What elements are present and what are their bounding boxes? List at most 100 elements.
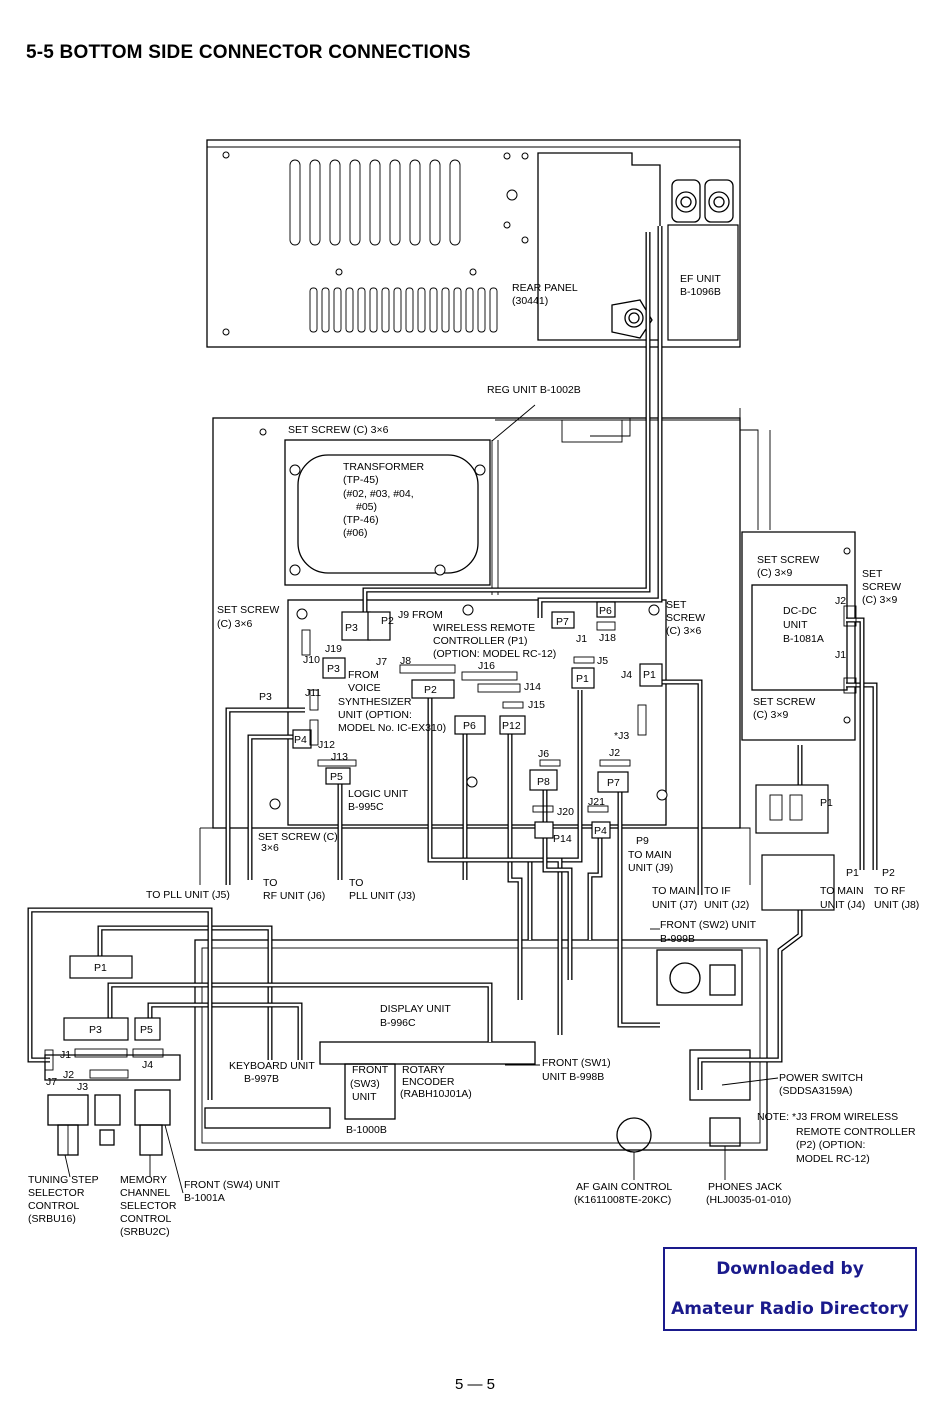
set-screw-top-label: SET SCREW (C) 3×6 <box>288 424 389 436</box>
set-screw-dcdc-top-label: SET SCREW <box>757 554 819 566</box>
svg-text:(SRBU16): (SRBU16) <box>28 1213 76 1225</box>
p1-front-label: P1 <box>94 962 107 974</box>
svg-text:(C) 3×9: (C) 3×9 <box>753 709 788 721</box>
svg-text:(TP-46): (TP-46) <box>343 514 379 526</box>
p1-ef-label: P1 <box>820 797 833 809</box>
svg-text:SYNTHESIZER: SYNTHESIZER <box>338 696 412 708</box>
svg-text:#05): #05) <box>356 501 377 513</box>
svg-text:ENCODER: ENCODER <box>402 1076 455 1088</box>
vent-slots-bottom <box>309 287 498 333</box>
svg-text:CONTROL: CONTROL <box>28 1200 79 1212</box>
p1b-label: P1 <box>643 669 656 681</box>
svg-text:SELECTOR: SELECTOR <box>28 1187 85 1199</box>
svg-text:SELECTOR: SELECTOR <box>120 1200 177 1212</box>
svg-text:FROM: FROM <box>348 669 379 681</box>
memory-channel-knob <box>134 1089 171 1156</box>
to-main-j4-label: P1 <box>846 867 859 879</box>
svg-text:UNIT (J2): UNIT (J2) <box>704 899 749 911</box>
reg-unit-label: REG UNIT B-1002B <box>487 384 581 396</box>
j15-label: J15 <box>528 699 545 711</box>
svg-text:(HLJ0035-01-010): (HLJ0035-01-010) <box>706 1194 791 1206</box>
to-pll-j5-label: TO PLL UNIT (J5) <box>146 889 230 901</box>
p6-label: P6 <box>463 720 476 732</box>
j1-label: J1 <box>576 633 587 645</box>
p2-label: P2 <box>381 615 394 627</box>
svg-text:CHANNEL: CHANNEL <box>120 1187 170 1199</box>
svg-text:(RABH10J01A): (RABH10J01A) <box>400 1088 472 1100</box>
transformer <box>284 439 491 586</box>
svg-text:(TP-45): (TP-45) <box>343 474 379 486</box>
svg-text:SCREW: SCREW <box>666 612 705 624</box>
set-screw-bottom-label: SET SCREW (C) <box>258 831 338 843</box>
svg-text:WIRELESS REMOTE: WIRELESS REMOTE <box>433 622 535 634</box>
svg-text:(#06): (#06) <box>343 527 368 539</box>
svg-text:(K1611008TE-20KC): (K1611008TE-20KC) <box>574 1194 671 1206</box>
p3-label: P3 <box>345 622 358 634</box>
svg-text:(30441): (30441) <box>512 295 548 307</box>
p6b-label: P6 <box>599 605 612 617</box>
page-title: 5-5 BOTTOM SIDE CONNECTOR CONNECTIONS <box>26 42 471 63</box>
antenna-connector-right <box>704 179 734 223</box>
svg-text:(SDDSA3159A): (SDDSA3159A) <box>779 1085 853 1097</box>
svg-text:TO MAIN: TO MAIN <box>820 885 864 897</box>
labels: REAR PANEL (30441) EF UNIT B-1096B REG U… <box>28 273 919 1238</box>
svg-text:B-1081A: B-1081A <box>783 633 824 645</box>
j3-front-label: J3 <box>77 1081 88 1093</box>
to-main-j7-label: TO MAIN <box>652 885 696 897</box>
download-credit-box: Downloaded by Amateur Radio Directory <box>663 1247 917 1331</box>
svg-text:UNIT (OPTION:: UNIT (OPTION: <box>338 709 412 721</box>
p7b-label: P7 <box>607 777 620 789</box>
j14-label: J14 <box>524 681 541 693</box>
logic-unit-label: LOGIC UNIT <box>348 788 409 800</box>
svg-text:B-999B: B-999B <box>660 933 695 945</box>
j21-label: J21 <box>588 796 605 808</box>
j3-label: *J3 <box>614 730 629 742</box>
svg-text:UNIT B-998B: UNIT B-998B <box>542 1071 604 1083</box>
vent-slots-top <box>289 159 461 246</box>
memory-channel-label: MEMORY <box>120 1174 167 1186</box>
svg-text:SCREW: SCREW <box>862 581 901 593</box>
svg-text:MODEL RC-12): MODEL RC-12) <box>796 1153 870 1165</box>
connector-boxes <box>44 601 857 1079</box>
svg-text:UNIT (J9): UNIT (J9) <box>628 862 673 874</box>
antenna-connector-left <box>671 179 701 223</box>
j1-front-label: J1 <box>60 1049 71 1061</box>
dcdc-out-connector <box>761 854 835 911</box>
tuning-step-knob <box>47 1094 89 1156</box>
leader-lines <box>64 928 779 1194</box>
svg-text:B-997B: B-997B <box>244 1073 279 1085</box>
j20-label: J20 <box>557 806 574 818</box>
j2-dcdc-label: J2 <box>835 595 846 607</box>
svg-text:B-1096B: B-1096B <box>680 286 721 298</box>
cables <box>27 226 878 1100</box>
front-sw4-label: FRONT (SW4) UNIT <box>184 1179 281 1191</box>
svg-text:UNIT: UNIT <box>352 1091 377 1103</box>
svg-text:B-1001A: B-1001A <box>184 1192 225 1204</box>
p9-to-main-label: P9 <box>636 835 649 847</box>
svg-text:(C) 3×6: (C) 3×6 <box>666 625 701 637</box>
j5-label: J5 <box>597 655 608 667</box>
j18-label: J18 <box>599 632 616 644</box>
set-screw-left-label: SET SCREW <box>217 604 279 616</box>
svg-text:UNIT: UNIT <box>783 619 808 631</box>
p7-label: P7 <box>556 616 569 628</box>
af-gain-label: AF GAIN CONTROL <box>576 1181 672 1193</box>
phones-jack-label: PHONES JACK <box>708 1181 782 1193</box>
set-screw-dcdc-bottom-label: SET SCREW <box>753 696 815 708</box>
svg-text:(SW3): (SW3) <box>350 1078 380 1090</box>
svg-text:(#02, #03, #04,: (#02, #03, #04, <box>343 488 414 500</box>
svg-text:(C) 3×6: (C) 3×6 <box>217 618 252 630</box>
to-rf-j8-label: P2 <box>882 867 895 879</box>
p2b-label: P2 <box>424 684 437 696</box>
p12-label: P12 <box>502 720 521 732</box>
svg-text:TO MAIN: TO MAIN <box>628 849 672 861</box>
j7-front-label: J7 <box>46 1076 57 1088</box>
j19-label: J19 <box>325 643 342 655</box>
j4-front-label: J4 <box>142 1059 153 1071</box>
download-credit-line1: Downloaded by <box>716 1259 864 1279</box>
svg-text:PLL UNIT (J3): PLL UNIT (J3) <box>349 890 416 902</box>
j6-label: J6 <box>538 748 549 760</box>
p4-label: P4 <box>594 825 607 837</box>
svg-text:(C) 3×9: (C) 3×9 <box>862 594 897 606</box>
